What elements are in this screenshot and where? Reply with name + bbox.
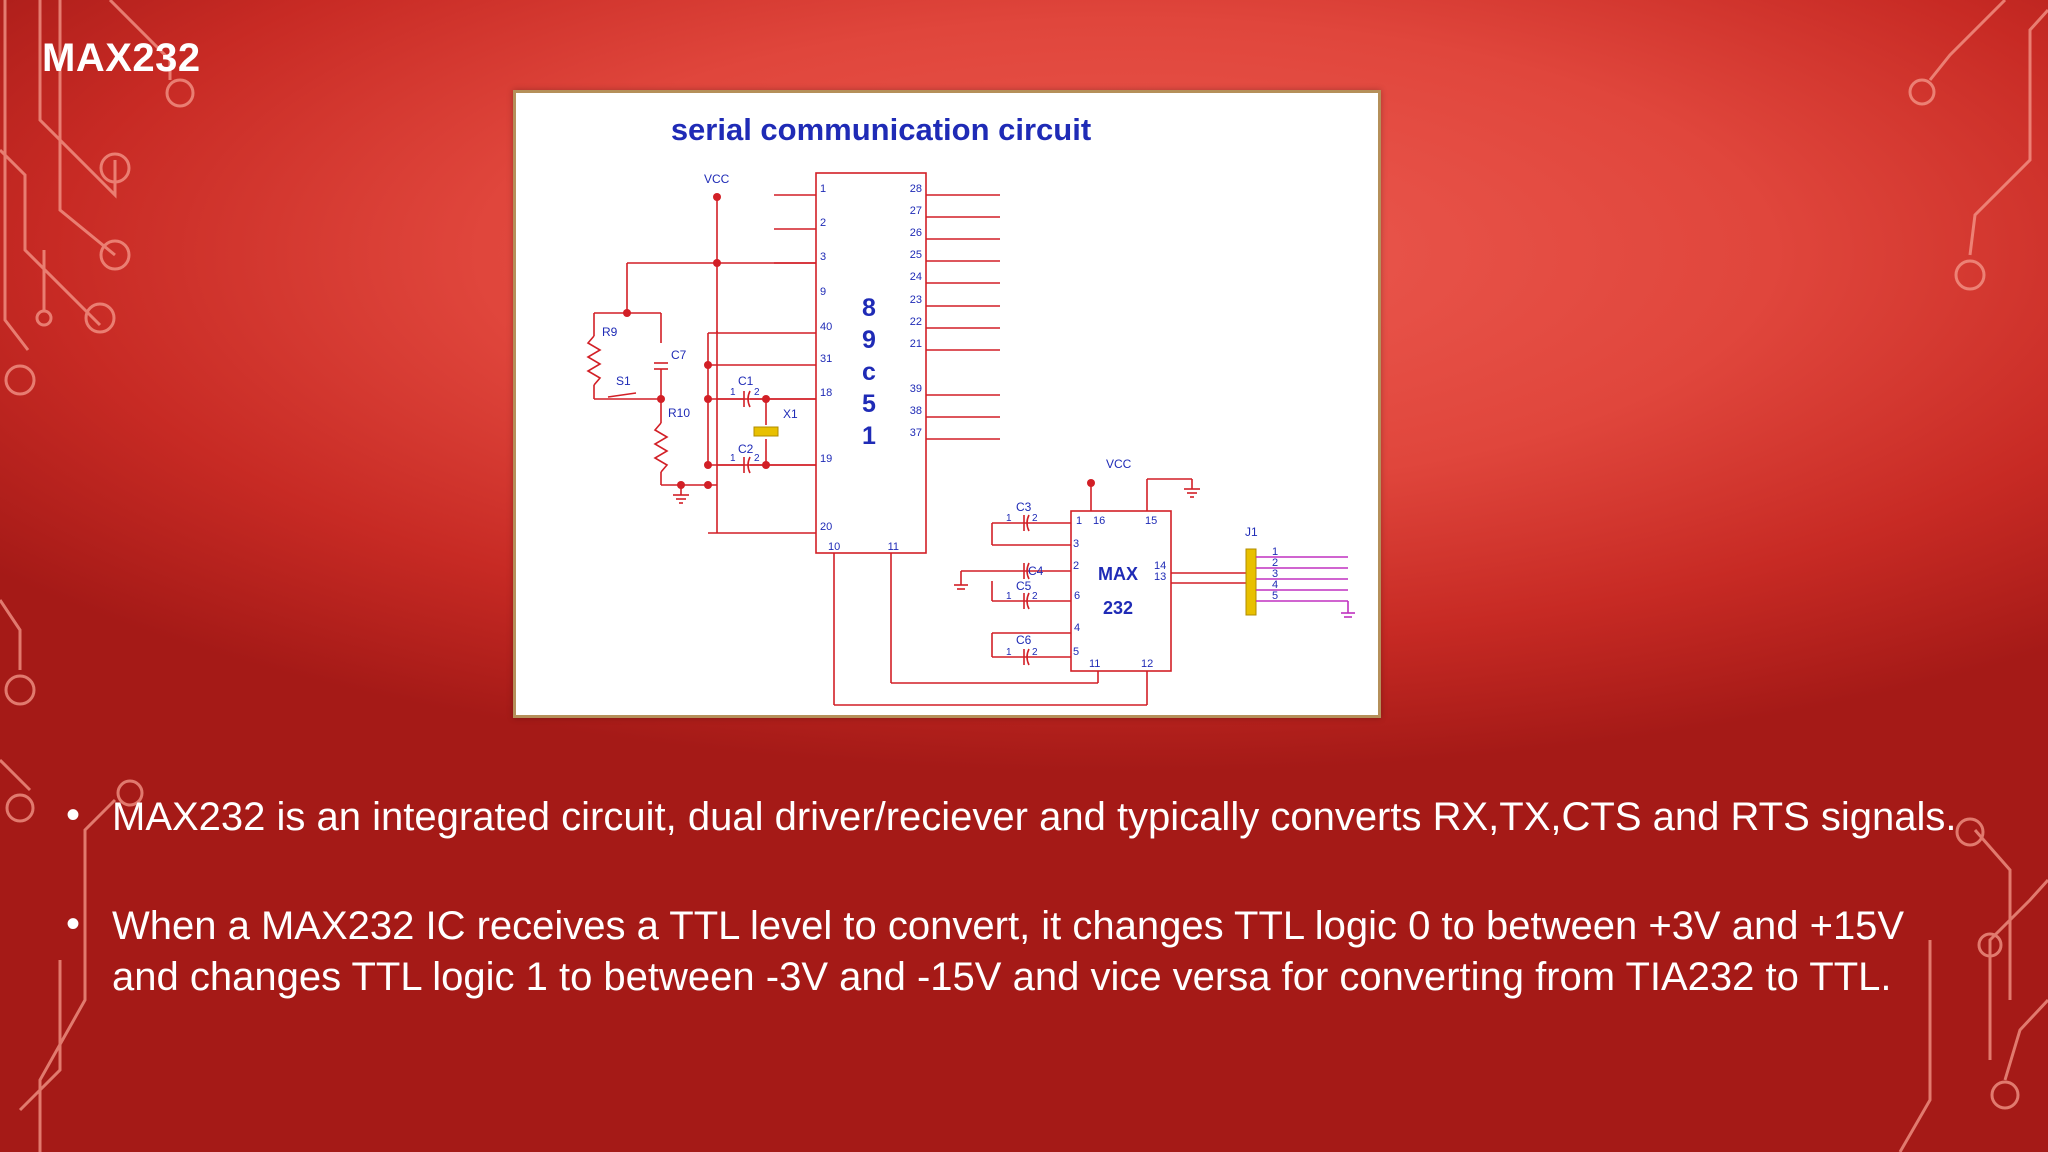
c5-pin-2: 2 <box>1032 591 1038 602</box>
max-pin-15: 15 <box>1145 515 1157 527</box>
max-pin-4: 4 <box>1074 622 1080 634</box>
max-pin-13: 13 <box>1154 571 1166 583</box>
j1-pin-2: 2 <box>1272 557 1278 569</box>
crystal-x1 <box>753 426 779 437</box>
mcu-pin-11: 11 <box>888 541 899 553</box>
circuit-diagram: serial communication circuit <box>513 90 1381 718</box>
bullet-marker: • <box>66 793 81 837</box>
mcu-pin-2: 2 <box>820 217 826 229</box>
mcu-label-char: 8 <box>862 294 876 322</box>
c1-label: C1 <box>738 374 754 388</box>
max-pin-11: 11 <box>1089 658 1100 670</box>
j1-pin-3: 3 <box>1272 568 1278 580</box>
mcu-label-char: 5 <box>862 390 876 418</box>
r10-label: R10 <box>668 406 690 420</box>
mcu-pin-27: 27 <box>910 205 922 217</box>
mcu-pin-9: 9 <box>820 286 826 298</box>
mcu-pin-37: 37 <box>910 427 922 439</box>
slide-title: MAX232 <box>42 36 201 80</box>
j1-pin-1: 1 <box>1272 546 1278 558</box>
j1-pin-5: 5 <box>1272 590 1278 602</box>
j1-label: J1 <box>1245 525 1258 539</box>
max-pin-2: 2 <box>1073 560 1079 572</box>
s1-label: S1 <box>616 374 631 388</box>
mcu-pin-1: 1 <box>820 183 826 195</box>
x1-label: X1 <box>783 407 798 421</box>
mcu-pin-25: 25 <box>910 249 922 261</box>
mcu-pin-10: 10 <box>828 541 840 553</box>
mcu-chip-body <box>815 172 927 554</box>
mcu-pin-31: 31 <box>820 353 832 365</box>
mcu-pin-22: 22 <box>910 316 922 328</box>
vcc-label: VCC <box>704 172 730 186</box>
max-pin-6: 6 <box>1074 590 1080 602</box>
j1-connector <box>1245 548 1257 616</box>
max-pin-16: 16 <box>1093 515 1105 527</box>
vcc-label-max: VCC <box>1106 457 1132 471</box>
max-pin-1: 1 <box>1076 515 1082 527</box>
bullet-text: When a MAX232 IC receives a TTL level to… <box>112 904 1905 999</box>
max-label: MAX <box>1098 564 1138 584</box>
c6-pin-2: 2 <box>1032 647 1038 658</box>
mcu-pin-19: 19 <box>820 453 832 465</box>
mcu-pin-28: 28 <box>910 183 922 195</box>
diagram-title: serial communication circuit <box>671 112 1091 147</box>
mcu-pin-23: 23 <box>910 294 922 306</box>
c3-pin-1: 1 <box>1006 513 1012 524</box>
c5-pin-1: 1 <box>1006 591 1012 602</box>
c7-label: C7 <box>671 348 687 362</box>
mcu-label-char: c <box>862 358 876 386</box>
c1-pin-2: 2 <box>754 387 760 398</box>
max232-chip-body <box>1070 510 1172 672</box>
bullet-item: • When a MAX232 IC receives a TTL level … <box>62 901 1962 1003</box>
bullet-list: • MAX232 is an integrated circuit, dual … <box>62 792 1962 1061</box>
max-pin-14: 14 <box>1154 560 1166 572</box>
c6-pin-1: 1 <box>1006 647 1012 658</box>
mcu-pin-3: 3 <box>820 251 826 263</box>
mcu-pin-20: 20 <box>820 521 832 533</box>
max-pin-12: 12 <box>1141 658 1153 670</box>
mcu-pin-38: 38 <box>910 405 922 417</box>
c4-label: C4 <box>1028 564 1044 578</box>
max-pin-5: 5 <box>1073 646 1079 658</box>
r9-label: R9 <box>602 325 618 339</box>
max-label-number: 232 <box>1103 598 1133 618</box>
bullet-item: • MAX232 is an integrated circuit, dual … <box>62 792 1962 843</box>
c5-label: C5 <box>1016 579 1032 593</box>
c2-pin-2: 2 <box>754 453 760 464</box>
schematic: serial communication circuit <box>586 112 1355 706</box>
mcu-pin-26: 26 <box>910 227 922 239</box>
bullet-text: MAX232 is an integrated circuit, dual dr… <box>112 795 1957 839</box>
c1-pin-1: 1 <box>730 387 736 398</box>
c3-pin-2: 2 <box>1032 513 1038 524</box>
bullet-marker: • <box>66 902 81 946</box>
mcu-pin-40: 40 <box>820 321 832 333</box>
mcu-label-char: 1 <box>862 422 876 450</box>
c2-label: C2 <box>738 442 754 456</box>
c3-label: C3 <box>1016 500 1032 514</box>
mcu-pin-21: 21 <box>910 338 922 350</box>
j1-pin-4: 4 <box>1272 579 1278 591</box>
c6-label: C6 <box>1016 633 1032 647</box>
mcu-pin-24: 24 <box>910 271 922 283</box>
c2-pin-1: 1 <box>730 453 736 464</box>
mcu-pin-39: 39 <box>910 383 922 395</box>
max-pin-3: 3 <box>1073 538 1079 550</box>
mcu-pin-18: 18 <box>820 387 832 399</box>
mcu-label-char: 9 <box>862 326 876 354</box>
